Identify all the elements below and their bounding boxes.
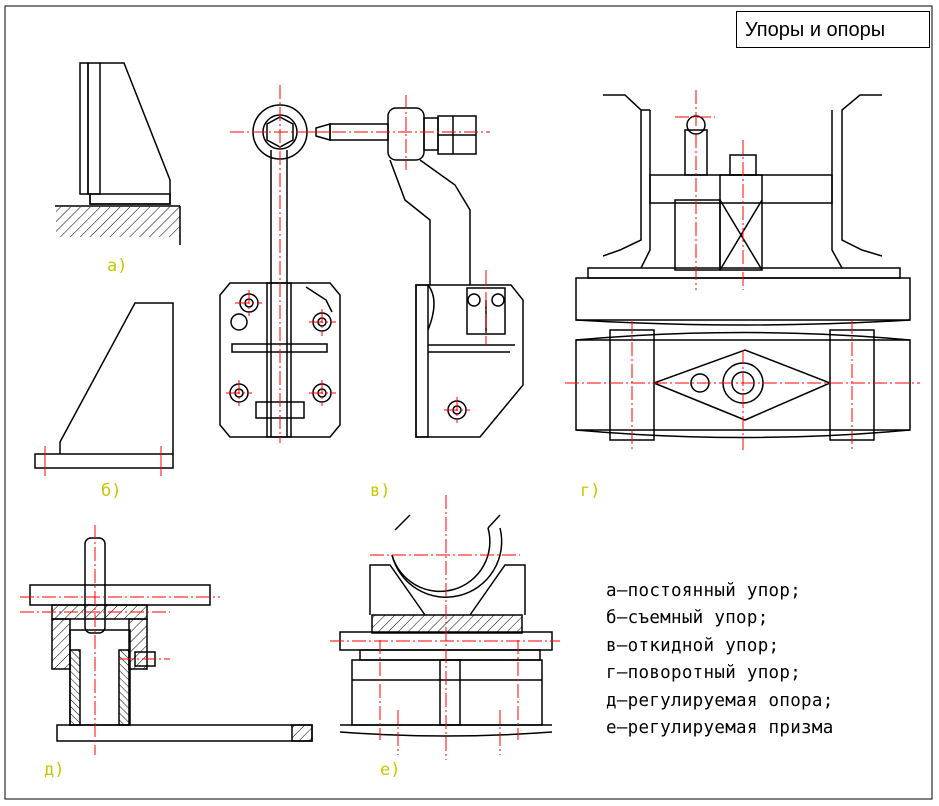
legend-item-e: е–регулируемая призма: [606, 718, 834, 739]
figure-g-rotary-stop: [575, 94, 911, 441]
figure-label-b: б): [101, 481, 122, 501]
figure-label-d: д): [44, 760, 65, 780]
legend-item-b: б–съемный упор;: [606, 608, 769, 629]
figure-v-hinged-stop: [219, 104, 524, 438]
axis-lines: [20, 85, 920, 760]
legend-item-d: д–регулируемая опора;: [606, 690, 834, 711]
figure-a-permanent-stop: [55, 62, 181, 245]
title-box: Упоры и опоры: [736, 11, 930, 48]
legend: а–постоянный упор; б–съемный упор; в–отк…: [606, 578, 931, 742]
figure-d-adjustable-support: [29, 537, 313, 742]
figure-label-e: е): [380, 760, 401, 780]
legend-item-g: г–поворотный упор;: [606, 663, 802, 684]
figure-label-a: а): [107, 256, 128, 276]
figure-label-v: в): [370, 481, 391, 501]
legend-item-v: в–откидной упор;: [606, 635, 780, 656]
legend-item-a: а–постоянный упор;: [606, 581, 802, 601]
drawing-title: Упоры и опоры: [745, 19, 886, 41]
figure-label-g: г): [580, 481, 601, 501]
figure-b-removable-stop: [34, 302, 174, 476]
drawing-frame: [4, 5, 933, 800]
